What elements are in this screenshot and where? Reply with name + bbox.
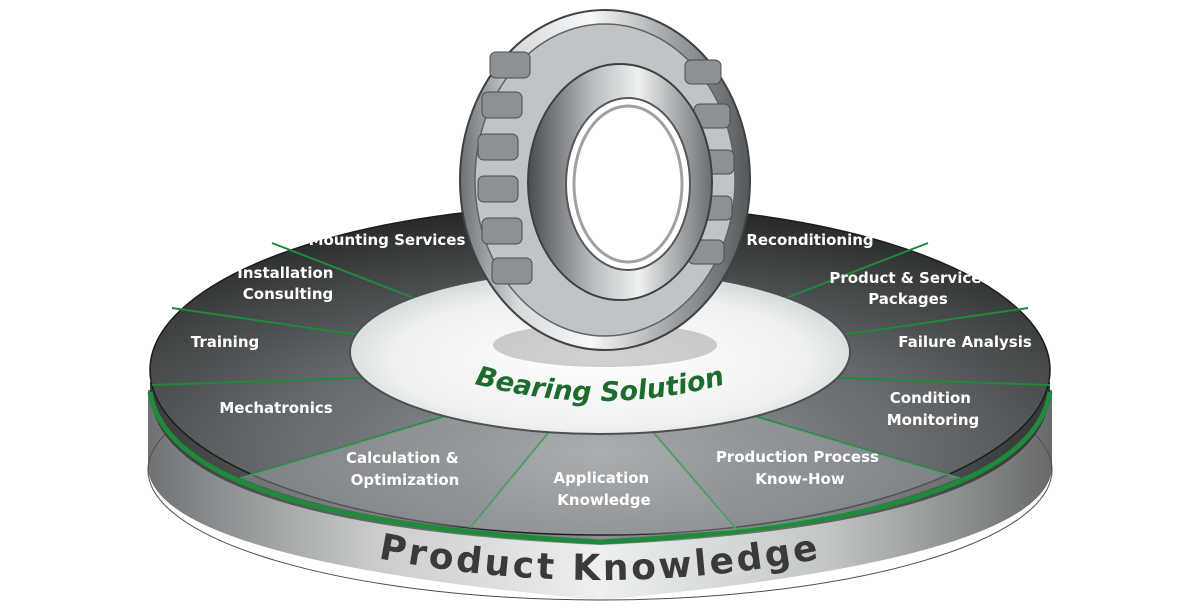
segment-mounting-services: Mounting Services: [309, 231, 466, 249]
bearing-icon: [459, 9, 751, 367]
segment-calculation-optimization: Calculation & Optimization: [346, 449, 464, 489]
segment-product-service-packages: Product & Service Packages: [829, 269, 986, 308]
segment-condition-monitoring: Condition Monitoring: [887, 389, 979, 429]
segment-mechatronics: Mechatronics: [219, 399, 332, 417]
segment-application-knowledge: Application Knowledge: [554, 469, 655, 509]
green-accent-ring: [147, 391, 1053, 545]
segment-labels: Mounting Services Installation Consultin…: [191, 231, 1032, 509]
segment-production-process: Production Process Know-How: [716, 448, 884, 488]
segment-training: Training: [191, 333, 259, 351]
segment-reconditioning: Reconditioning: [746, 231, 873, 249]
segment-failure-analysis: Failure Analysis: [898, 333, 1032, 351]
segment-installation-consulting: Installation Consulting: [237, 264, 338, 303]
